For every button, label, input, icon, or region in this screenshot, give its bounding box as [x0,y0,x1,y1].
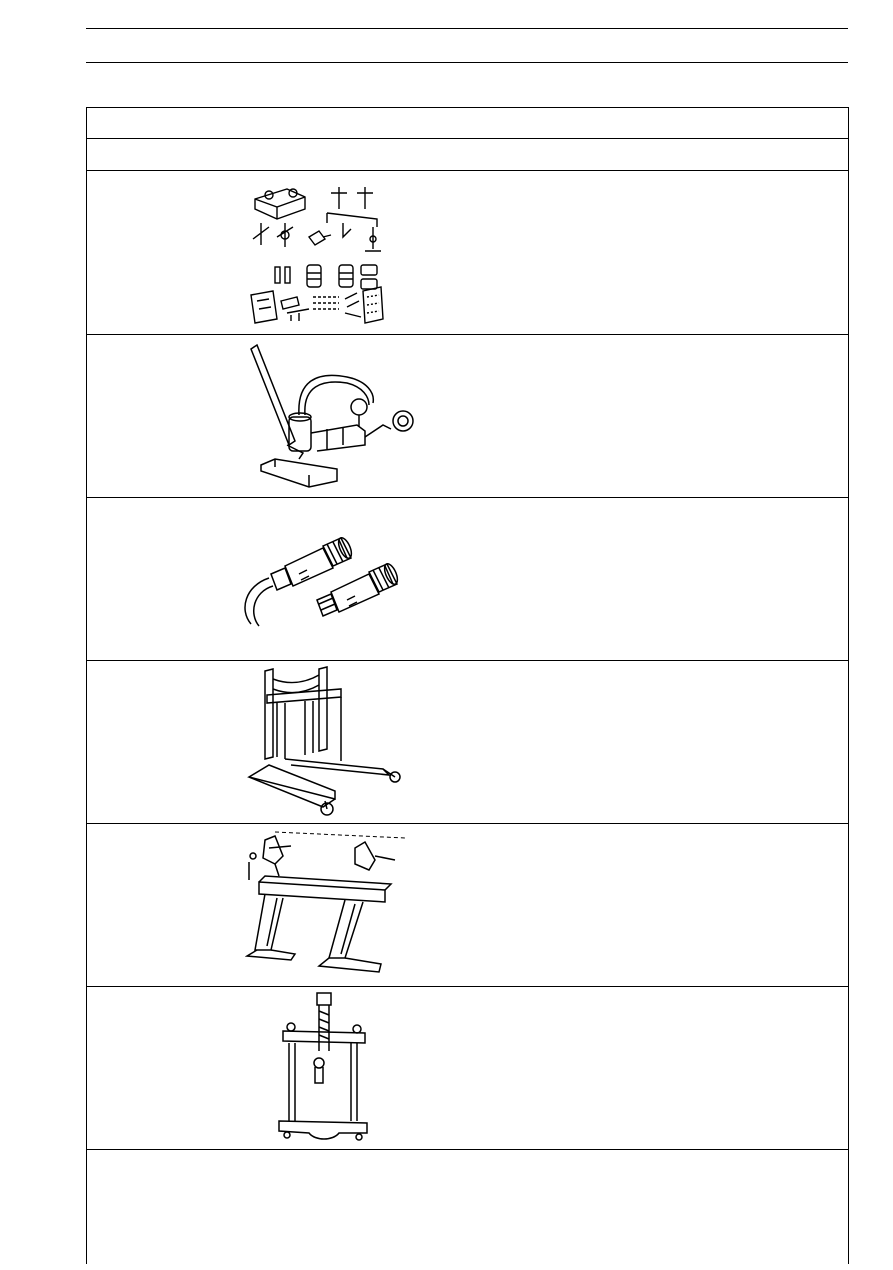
header-bottom-rule [86,62,848,63]
table-row [87,824,848,987]
table-row [87,498,848,661]
puller-tool-illustration [275,991,371,1143]
header-top-rule [86,28,848,29]
table-header-row [87,108,848,139]
tool-kit-set-illustration [247,179,387,327]
hydraulic-hand-pump-illustration [247,341,417,489]
engine-stand-illustration [245,665,405,819]
table-row [87,171,848,335]
table-row [87,335,848,498]
hose-couplings-illustration [237,524,417,630]
table-row-partial [87,1150,848,1270]
table-subheader-row [87,139,848,171]
overhaul-stand-illustration [245,828,407,978]
table-row [87,661,848,824]
table-row [87,987,848,1150]
special-tools-table [86,107,849,1264]
